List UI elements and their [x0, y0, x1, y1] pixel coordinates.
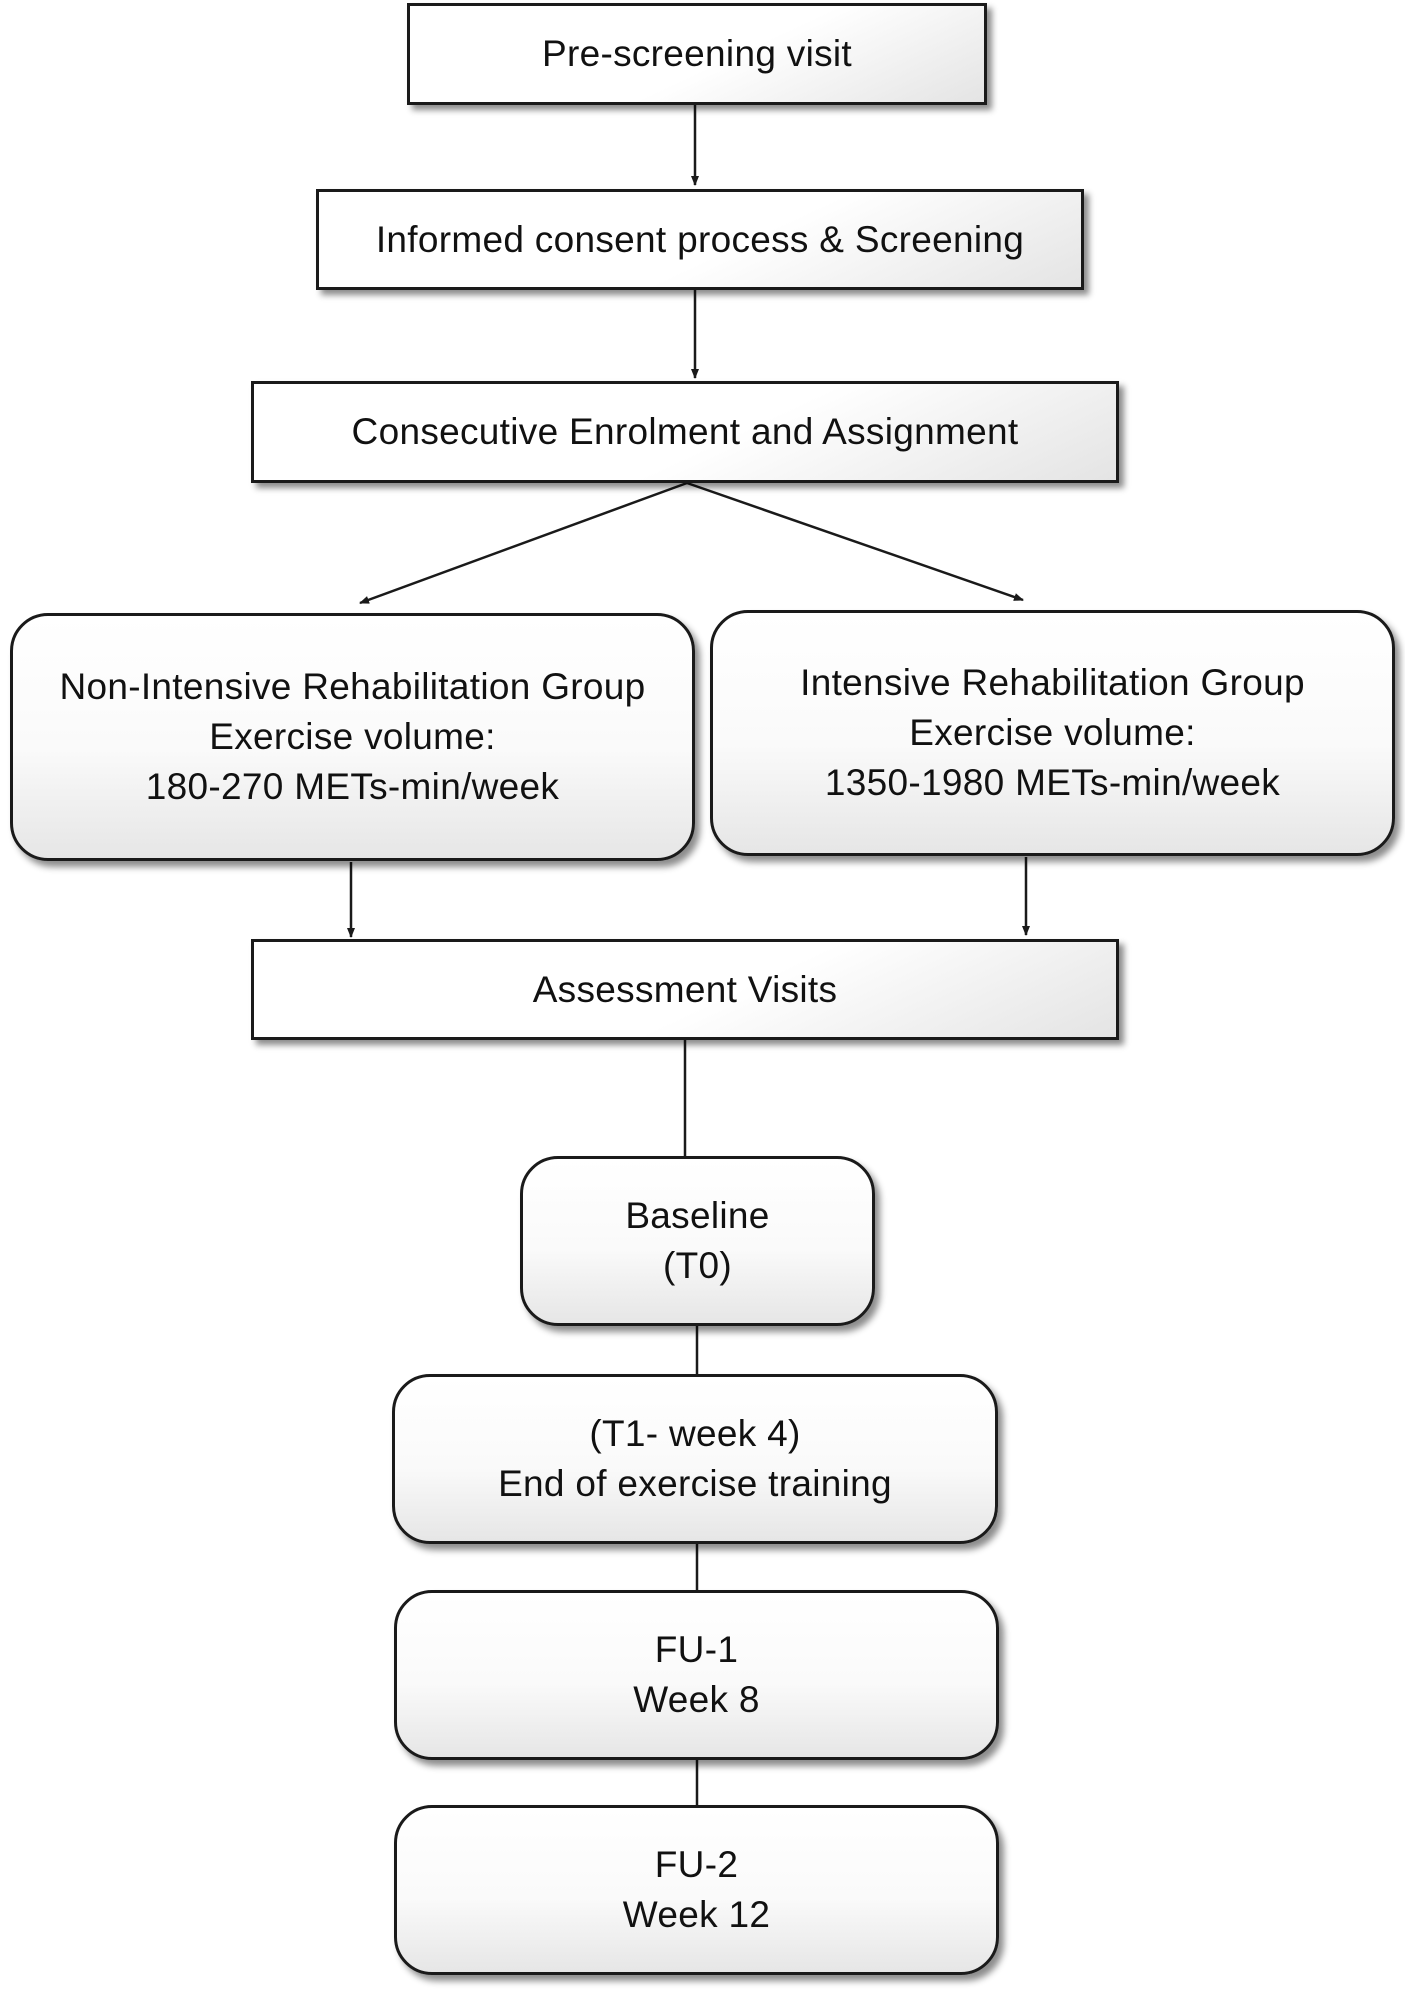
non-intensive-title: Non-Intensive Rehabilitation Group [59, 666, 646, 707]
fu1-box: FU-1 Week 8 [394, 1590, 999, 1760]
arrow-enrolment-to-non-intensive [359, 481, 688, 605]
non-intensive-group-box: Non-Intensive Rehabilitation Group Exerc… [10, 613, 695, 861]
fu1-week: Week 8 [633, 1679, 760, 1720]
baseline-code: (T0) [662, 1245, 733, 1286]
t1-code: (T1- week 4) [589, 1413, 801, 1454]
arrow-enrolment-to-intensive [686, 481, 1024, 602]
enrolment-assignment-label: Consecutive Enrolment and Assignment [351, 411, 1019, 452]
intensive-title: Intensive Rehabilitation Group [800, 662, 1305, 703]
fu2-box: FU-2 Week 12 [394, 1805, 999, 1975]
intensive-volume-value: 1350-1980 METs-min/week [824, 762, 1281, 803]
fu2-title: FU-2 [654, 1844, 739, 1885]
pre-screening-box: Pre-screening visit [407, 3, 987, 105]
non-intensive-volume-value: 180-270 METs-min/week [145, 766, 560, 807]
fu1-title: FU-1 [654, 1629, 739, 1670]
baseline-box: Baseline (T0) [520, 1156, 875, 1326]
assessment-visits-box: Assessment Visits [251, 939, 1119, 1040]
t1-end-of-training-box: (T1- week 4) End of exercise training [392, 1374, 998, 1544]
fu2-week: Week 12 [622, 1894, 771, 1935]
consent-screening-label: Informed consent process & Screening [375, 218, 1025, 260]
pre-screening-label: Pre-screening visit [541, 33, 853, 74]
intensive-volume-label: Exercise volume: [909, 712, 1196, 753]
non-intensive-volume-label: Exercise volume: [209, 716, 496, 757]
consent-screening-box: Informed consent process & Screening [316, 189, 1084, 290]
baseline-title: Baseline [625, 1195, 770, 1236]
intensive-group-box: Intensive Rehabilitation Group Exercise … [710, 610, 1395, 856]
assessment-visits-label: Assessment Visits [532, 968, 838, 1010]
enrolment-assignment-box: Consecutive Enrolment and Assignment [251, 381, 1119, 483]
t1-description: End of exercise training [498, 1463, 892, 1504]
